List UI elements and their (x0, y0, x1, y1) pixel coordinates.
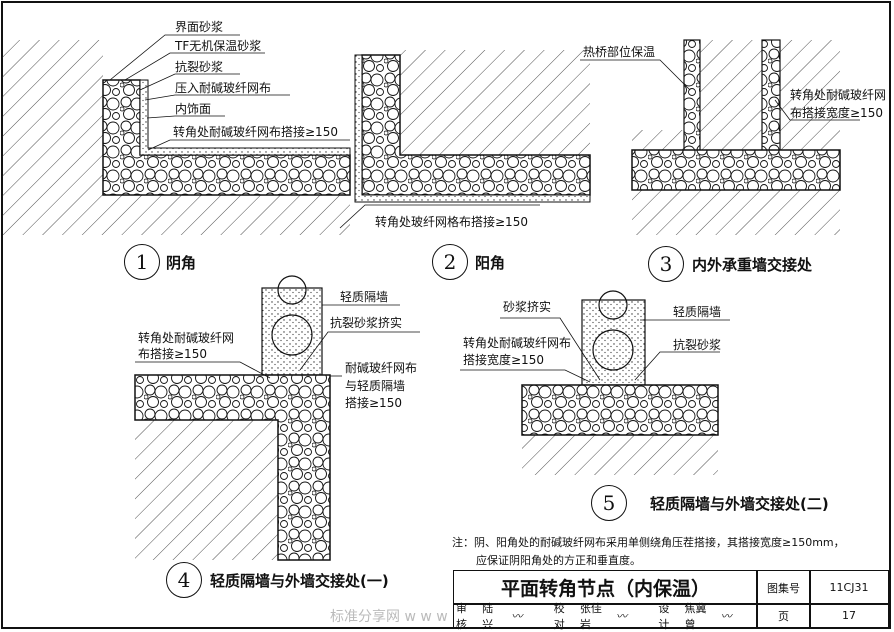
detail-number-4: 4 (166, 562, 202, 598)
detail-5-drawing (460, 290, 730, 475)
page-label: 页 (756, 603, 811, 628)
reviewer-name: 陆 兴 (482, 601, 494, 631)
label-anticrack-mortar: 抗裂砂浆 (175, 60, 224, 74)
checker-signature: 〰 (615, 609, 627, 623)
note-line-2: 应保证阴阳角处的方正和垂直度。 (476, 554, 641, 567)
design-label: 设计 (658, 601, 670, 631)
check-label: 校对 (553, 601, 565, 631)
label-corner-overlap-2: 转角处玻纤网格布搭接≥150 (375, 215, 528, 229)
detail-caption-1: 阴角 (166, 254, 197, 272)
detail-number-2: 2 (432, 244, 468, 280)
signature-row: 审核 陆 兴 〰 校对 张佳岩 〰 设计 焦冀曾 〰 (453, 602, 758, 631)
label-light-partition-5: 轻质隔墙 (673, 305, 722, 319)
label-corner-overlap: 转角处耐碱玻纤网布搭接≥150 (173, 125, 338, 139)
label-mesh-4a: 转角处耐碱玻纤网 (138, 331, 235, 345)
detail-caption-5: 轻质隔墙与外墙交接处(二) (650, 495, 829, 513)
detail-caption-4: 轻质隔墙与外墙交接处(一) (210, 572, 389, 590)
label-tf-insulation-mortar: TF无机保温砂浆 (175, 39, 262, 53)
atlas-label: 图集号 (756, 570, 811, 605)
detail-1-drawing (2, 34, 351, 235)
watermark: 标准分享网 w w w (330, 609, 448, 625)
detail-4-drawing (134, 275, 420, 561)
checker-name: 张佳岩 (579, 601, 602, 631)
label-mesh-5b: 搭接宽度≥150 (463, 353, 544, 367)
note-line-1: 注：阴、阳角处的耐碱玻纤网布采用单侧绕角压茬搭接，其搭接宽度≥150mm， (452, 536, 845, 549)
label-anticrack-5: 抗裂砂浆 (673, 338, 722, 352)
label-light-partition-4: 轻质隔墙 (340, 290, 389, 304)
label-interior-finish: 内饰面 (175, 102, 212, 116)
designer-name: 焦冀曾 (684, 601, 707, 631)
label-anticrack-fill-4: 抗裂砂浆挤实 (330, 316, 403, 330)
label-mesh: 压入耐碱玻纤网布 (175, 81, 272, 95)
label-thermal-bridge: 热桥部位保温 (583, 45, 656, 59)
detail-number-5: 5 (591, 485, 627, 521)
detail-caption-3: 内外承重墙交接处 (692, 256, 813, 274)
atlas-number: 11CJ31 (809, 570, 889, 605)
label-mesh-3a: 转角处耐碱玻纤网 (790, 88, 887, 102)
label-interface-mortar: 界面砂浆 (175, 20, 224, 34)
detail-caption-2: 阳角 (475, 254, 506, 272)
label-mesh-4d: 与轻质隔墙 (345, 379, 406, 393)
detail-number-3: 3 (648, 246, 684, 282)
label-mesh-4e: 搭接≥150 (345, 396, 402, 410)
label-mesh-5a: 转角处耐碱玻纤网布 (463, 336, 572, 350)
detail-number-1: 1 (124, 244, 160, 280)
designer-signature: 〰 (720, 609, 732, 623)
reviewer-signature: 〰 (511, 609, 523, 623)
label-mesh-4b: 布搭接≥150 (138, 347, 207, 361)
review-label: 审核 (456, 601, 467, 631)
detail-2-drawing (339, 50, 591, 229)
label-mortar-fill-5: 砂浆挤实 (503, 300, 552, 314)
label-mesh-4c: 耐碱玻纤网布 (345, 361, 418, 375)
sheet-title: 平面转角节点（内保温） (453, 570, 758, 605)
detail-3-drawing (580, 39, 860, 235)
page-number: 17 (809, 603, 889, 628)
label-mesh-3b: 布搭接宽度≥150 (790, 106, 883, 120)
